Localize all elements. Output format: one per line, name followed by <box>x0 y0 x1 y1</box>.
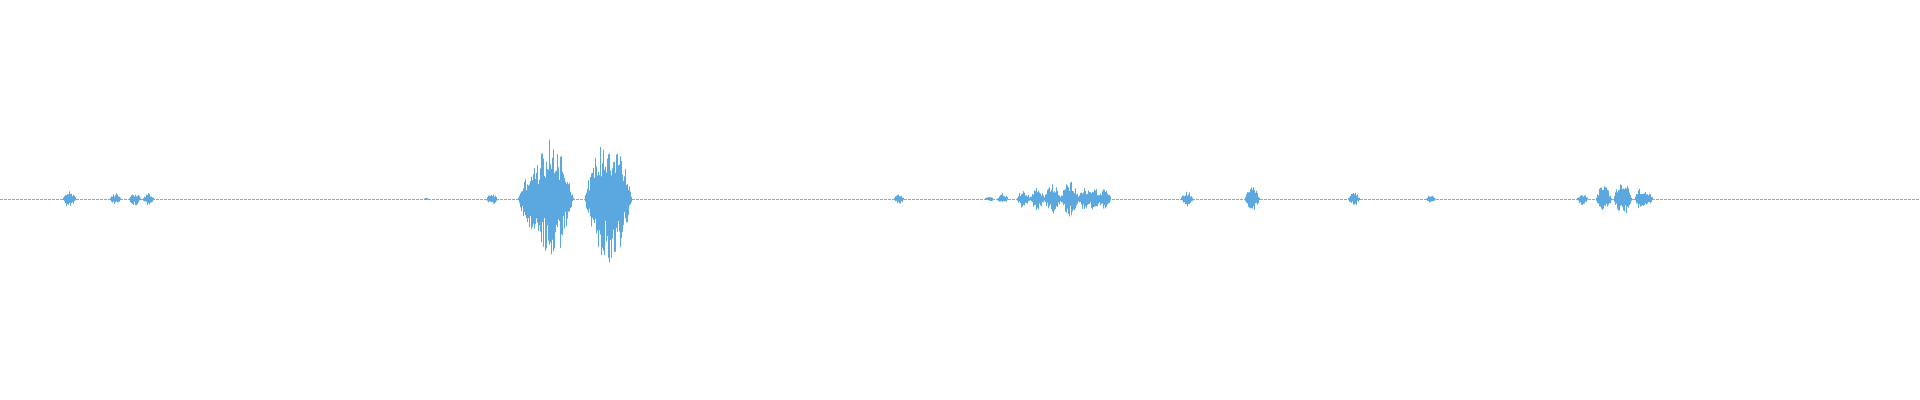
waveform-samples <box>63 139 1653 263</box>
